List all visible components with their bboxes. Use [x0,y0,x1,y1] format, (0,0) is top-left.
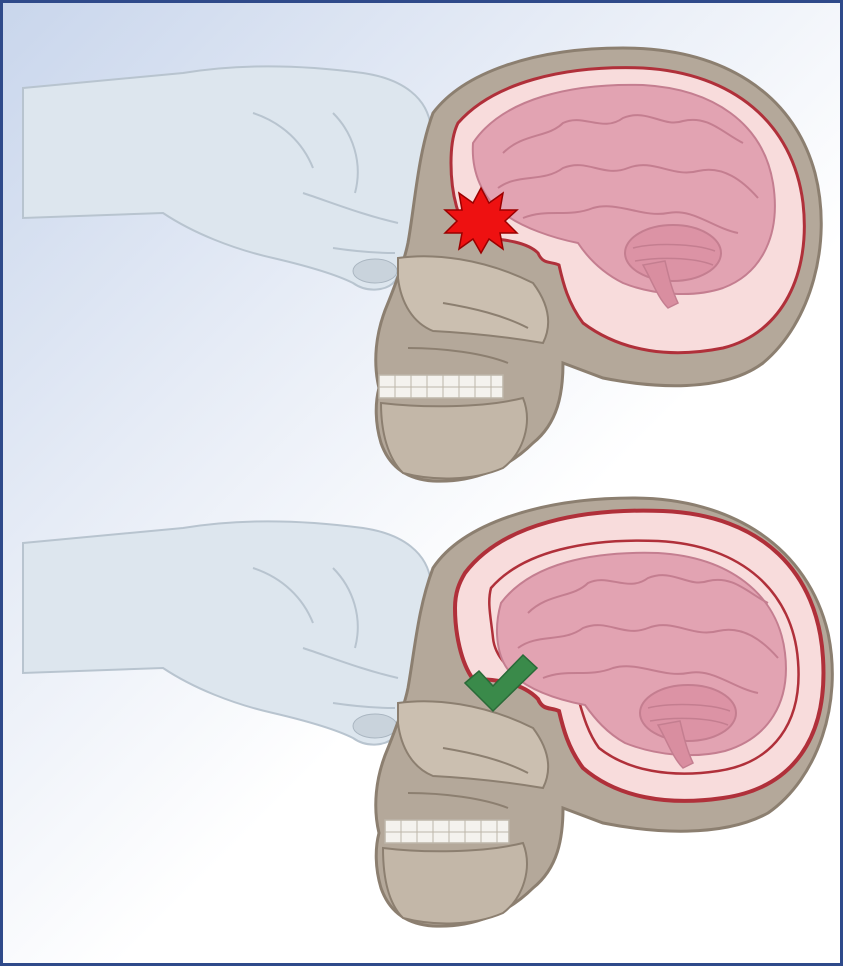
mandible [383,843,527,923]
illustration [3,3,843,969]
bottom-panel [23,498,832,926]
fist [23,521,432,744]
mandible [381,398,527,478]
fist [23,66,432,289]
teeth [379,375,503,398]
cerebellum [640,685,736,741]
cerebellum [625,225,721,281]
forearm [23,66,432,289]
forearm [23,521,432,744]
top-panel [23,48,821,481]
teeth [385,820,509,843]
